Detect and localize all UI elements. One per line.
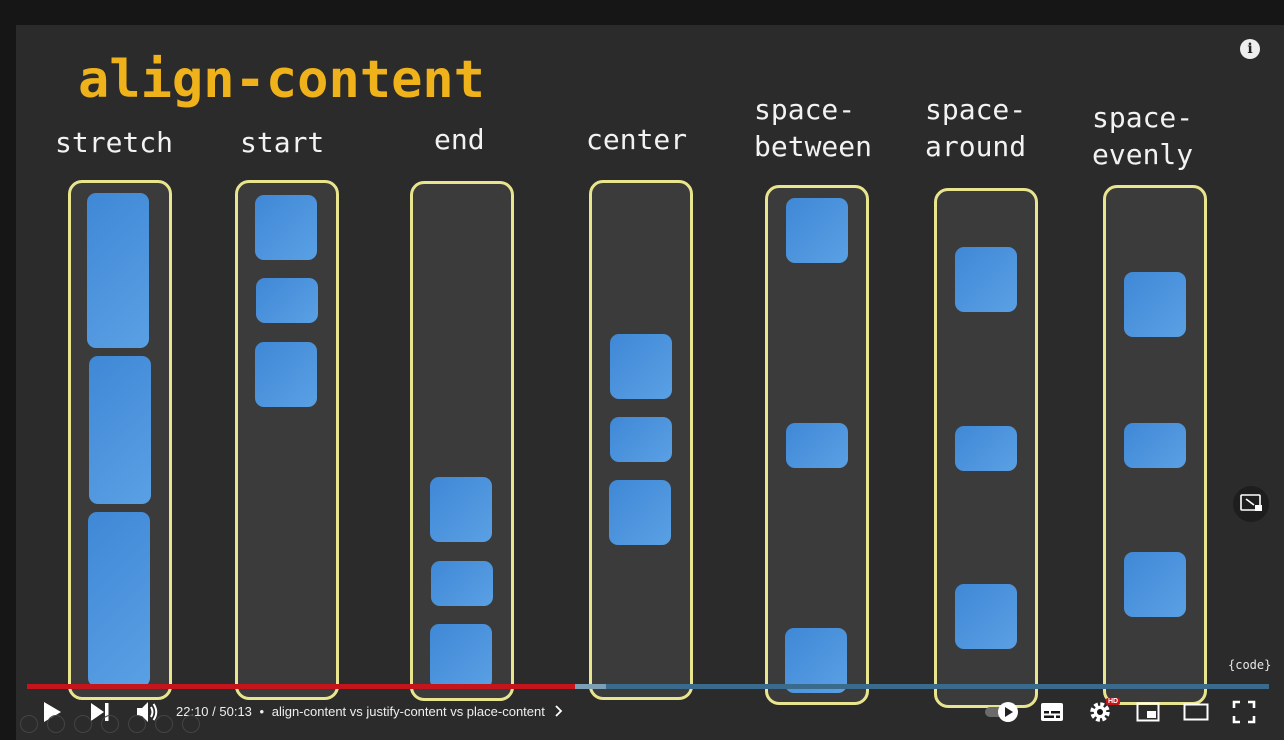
label-end: end — [434, 123, 485, 156]
item-box — [955, 584, 1017, 649]
chapter-title[interactable]: align-content vs justify-content vs plac… — [271, 704, 545, 719]
faint-icon — [47, 715, 65, 733]
progress-buffered — [575, 684, 606, 689]
miniplayer-icon[interactable] — [1136, 701, 1160, 723]
expand-icon — [1240, 494, 1262, 511]
faint-icon — [128, 715, 146, 733]
hd-badge: HD — [1106, 698, 1121, 705]
label-space-around: space- around — [925, 93, 1027, 163]
item-box — [255, 342, 317, 407]
item-box — [786, 198, 848, 263]
faint-icon — [155, 715, 173, 733]
item-box — [955, 426, 1017, 471]
container-start — [235, 180, 339, 700]
container-space-between — [765, 185, 869, 705]
container-space-around — [934, 188, 1038, 708]
container-end — [410, 181, 514, 701]
faint-overlay-controls — [20, 715, 209, 737]
faint-icon — [101, 715, 119, 733]
item-box — [1124, 552, 1186, 617]
item-box — [430, 477, 492, 542]
faint-icon — [20, 715, 38, 733]
item-box — [1124, 272, 1186, 337]
chevron-right-icon[interactable] — [554, 705, 564, 717]
faint-icon — [74, 715, 92, 733]
item-box — [609, 480, 671, 545]
label-stretch: stretch — [55, 126, 174, 159]
item-box — [786, 423, 848, 468]
item-box — [1124, 423, 1186, 468]
item-box — [785, 628, 847, 693]
label-center: center — [586, 123, 688, 156]
item-box — [955, 247, 1017, 312]
progress-played — [27, 684, 575, 689]
item-box — [610, 334, 672, 399]
time-and-chapter: 22:10 / 50:13 • align-content vs justify… — [176, 704, 564, 719]
item-box — [87, 193, 149, 348]
label-start: start — [240, 126, 325, 159]
container-stretch — [68, 180, 172, 700]
play-icon[interactable] — [41, 701, 63, 723]
theater-mode-icon[interactable] — [1183, 702, 1209, 722]
item-box — [255, 195, 317, 260]
item-box — [89, 356, 151, 504]
separator: • — [259, 704, 265, 719]
subtitles-icon[interactable] — [1040, 701, 1064, 723]
slide-title: align-content — [78, 50, 485, 110]
item-box — [256, 278, 318, 323]
info-icon[interactable]: i — [1240, 39, 1260, 59]
code-watermark: {code} — [1228, 658, 1272, 672]
settings-icon[interactable] — [1088, 700, 1112, 724]
next-icon[interactable] — [89, 702, 111, 722]
container-center — [589, 180, 693, 700]
container-space-evenly — [1103, 185, 1207, 705]
volume-icon[interactable] — [136, 701, 160, 723]
label-space-evenly: space- evenly — [1092, 101, 1194, 171]
fullscreen-icon[interactable] — [1232, 700, 1256, 724]
item-box — [610, 417, 672, 462]
miniplayer-expand-button[interactable] — [1233, 486, 1269, 522]
autoplay-toggle-icon[interactable] — [984, 701, 1020, 723]
progress-bar[interactable] — [27, 684, 1269, 689]
item-box — [431, 561, 493, 606]
item-box — [430, 624, 492, 689]
item-box — [88, 512, 150, 687]
label-space-between: space- between — [754, 93, 873, 163]
faint-icon — [182, 715, 200, 733]
